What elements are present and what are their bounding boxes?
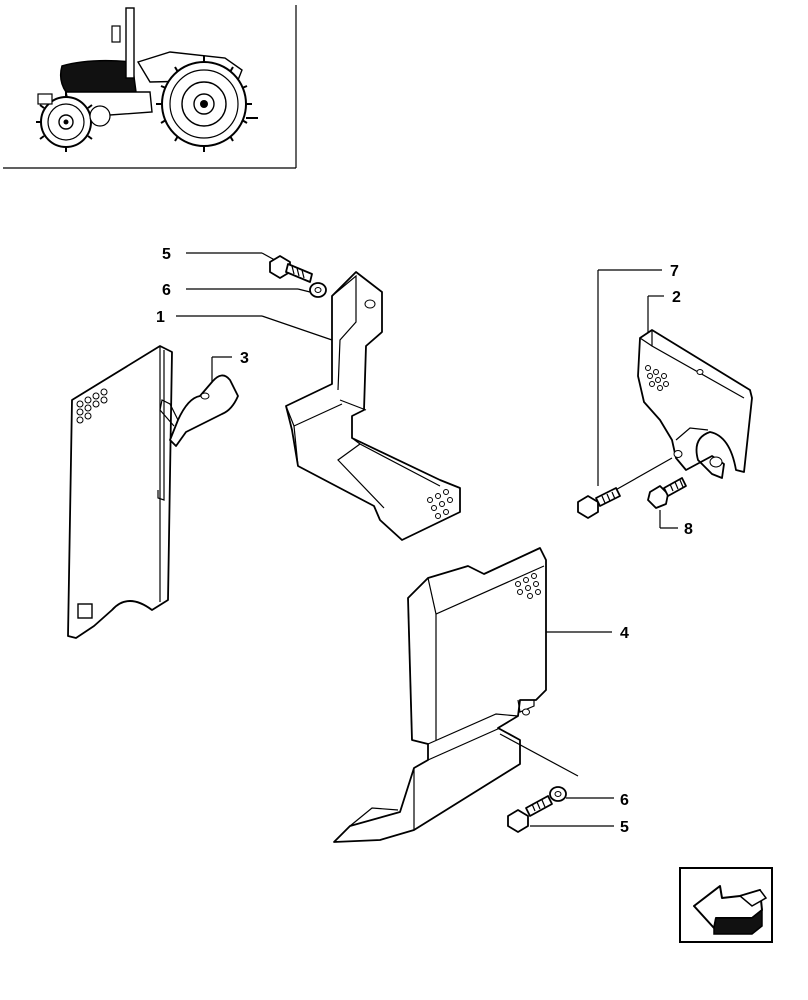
bolt-top [269,255,313,283]
hole-pattern [645,365,669,391]
callout-3: 3 [240,350,249,367]
arrow-back-icon [693,885,768,935]
callout-2: 2 [672,289,681,306]
tractor-thumbnail [3,5,297,169]
bolt-bottom [507,795,553,833]
hole-pattern [515,573,541,599]
callout-6-bottom: 6 [620,792,629,809]
part-4-cover [333,547,579,843]
callout-5-bottom: 5 [620,819,629,836]
tractor-thumbnail-icon [36,7,258,152]
callout-1: 1 [156,309,165,326]
callout-7: 7 [670,263,679,280]
hole-pattern [76,388,108,424]
callout-5-top: 5 [162,246,171,263]
callout-6-top: 6 [162,282,171,299]
nav-back-button[interactable] [679,867,773,943]
part-3-side-panel [67,345,239,639]
part-2-bracket [637,329,753,479]
callout-8: 8 [684,521,693,538]
washer-bottom [549,786,567,802]
callout-labels: 5 6 1 3 7 2 8 4 6 5 [156,246,693,836]
part-1-bracket [285,271,461,541]
hole-pattern [427,489,453,519]
bolt-8 [647,477,687,509]
bolt-7 [577,487,621,519]
callout-4: 4 [620,625,629,642]
washer-top [309,282,327,298]
